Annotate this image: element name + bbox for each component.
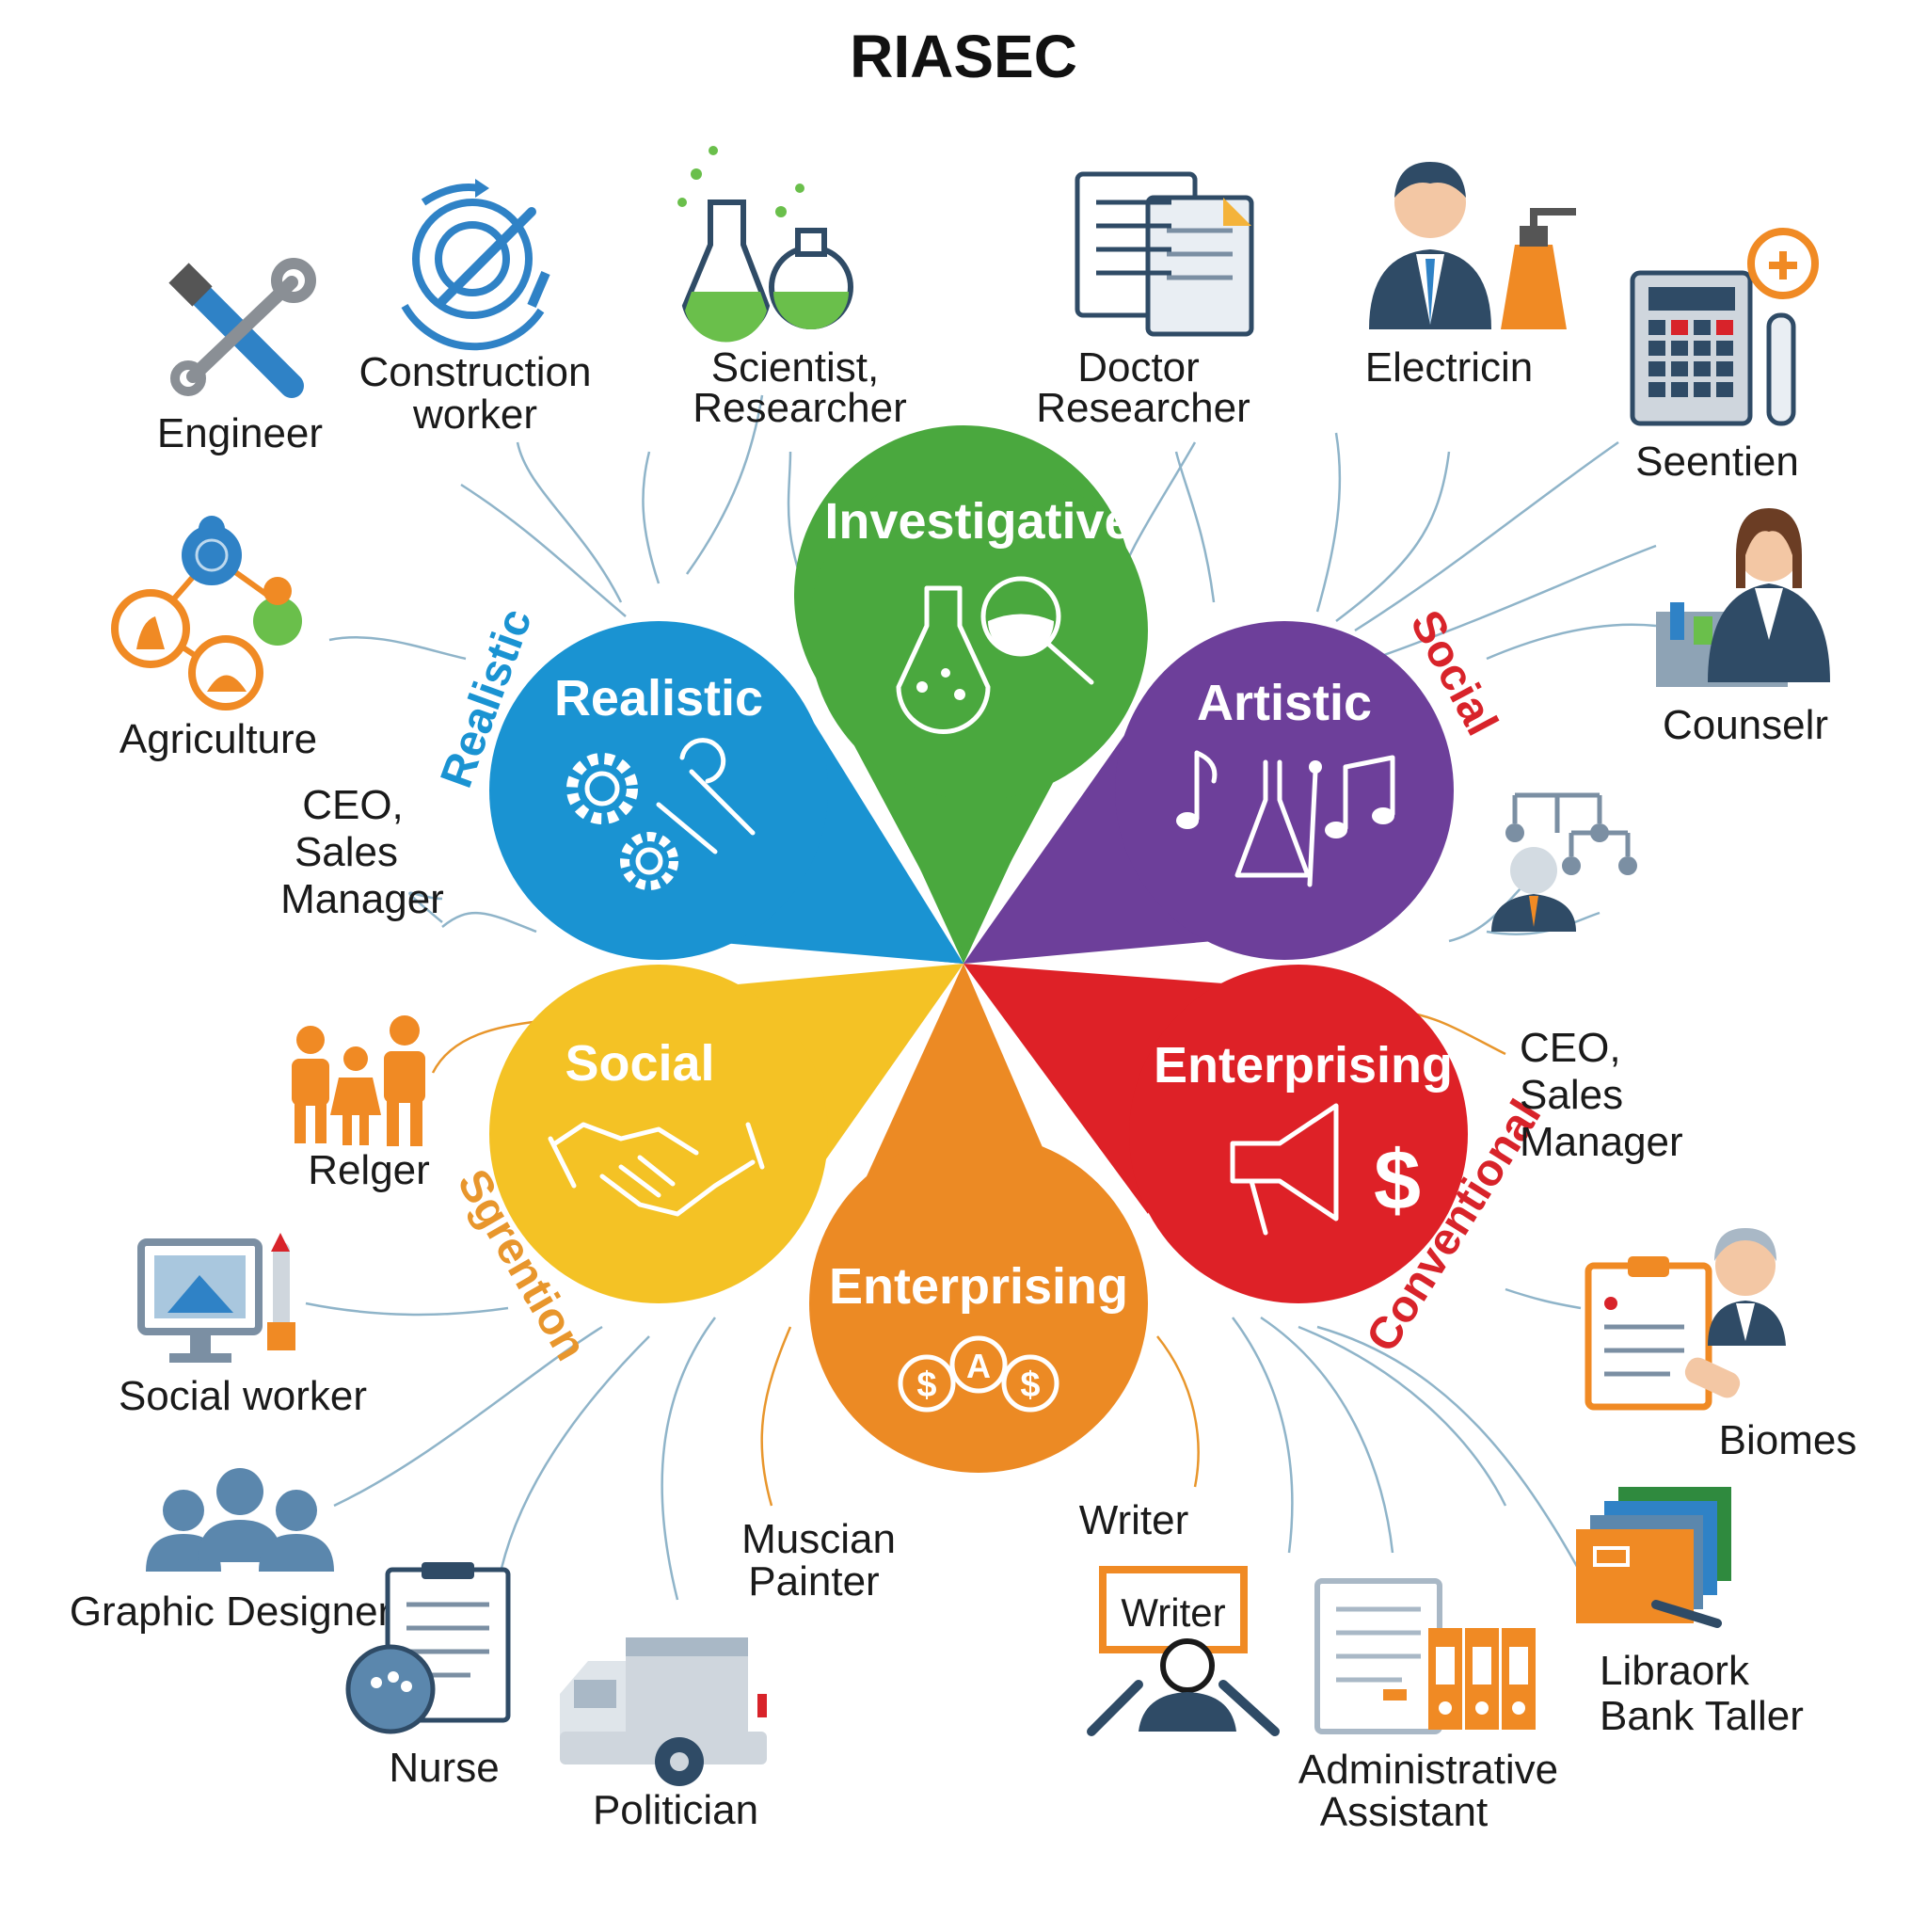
label-ceo-right-line1: CEO, xyxy=(1520,1025,1621,1071)
label-biomes: Biomes xyxy=(1719,1417,1857,1463)
career-construction-worker: Construction worker xyxy=(358,179,592,438)
org-chart-icon xyxy=(1491,792,1637,932)
label-engineer: Engineer xyxy=(157,410,323,456)
clipboard-icon xyxy=(345,1562,511,1734)
node-enterprising-right-label: Enterprising xyxy=(1154,1037,1453,1094)
label-ceo-right-line3: Manager xyxy=(1520,1119,1683,1165)
label-scientist-line1: Scientist, xyxy=(711,344,880,391)
career-administrative-assistant: Administrative Assistant xyxy=(1298,1578,1558,1835)
node-investigative-label: Investigative xyxy=(824,493,1132,550)
megaphone-dollar-icon: $ xyxy=(1230,1103,1421,1236)
label-electrician: Electricin xyxy=(1365,344,1534,391)
svg-text:$: $ xyxy=(1374,1134,1421,1228)
label-counselor: Counselr xyxy=(1663,702,1828,748)
clipboard-person-icon xyxy=(1585,1228,1786,1411)
label-musician-line1: Muscian xyxy=(741,1516,896,1562)
node-enterprising-bottom-label: Enterprising xyxy=(829,1258,1128,1315)
wrench-screwdriver-icon xyxy=(168,258,316,398)
svg-text:$: $ xyxy=(916,1365,936,1405)
node-social-label: Social xyxy=(565,1035,714,1092)
folders-pen-icon xyxy=(1576,1487,1731,1628)
label-admin-line1: Administrative xyxy=(1298,1747,1558,1793)
node-enterprising-right[interactable]: Enterprising $ xyxy=(1129,965,1468,1303)
node-artistic[interactable]: Artistic xyxy=(1115,621,1454,960)
career-ceo-right: CEO, Sales Manager xyxy=(1520,1025,1683,1165)
businessman-icon xyxy=(1369,162,1576,329)
career-graphic-designer: Graphic Designer xyxy=(70,1468,391,1635)
group-icon xyxy=(146,1468,334,1572)
businesswoman-icon xyxy=(1656,508,1830,687)
label-scientist-line2: Researcher xyxy=(693,385,906,431)
writer-sign-text: Writer xyxy=(1121,1590,1225,1635)
career-counselor: Counselr xyxy=(1656,508,1830,748)
career-doctor: Doctor Researcher xyxy=(1036,171,1254,431)
career-writer: Writer xyxy=(1087,1566,1280,1736)
svg-text:$: $ xyxy=(1020,1365,1040,1405)
calculator-icon xyxy=(1630,228,1819,426)
network-people-icon xyxy=(111,516,302,711)
career-social-worker: Social worker xyxy=(119,1233,367,1419)
career-scientist: Scientist, Researcher xyxy=(677,146,907,431)
label-doctor-line2: Researcher xyxy=(1036,385,1250,431)
career-musician: Muscian Painter xyxy=(741,1516,896,1605)
label-admin-line2: Assistant xyxy=(1320,1789,1489,1835)
label-construction-line1: Construction xyxy=(358,349,591,395)
node-realistic-label: Realistic xyxy=(554,670,763,726)
label-seentien: Seentien xyxy=(1635,439,1799,485)
label-graphic-designer: Graphic Designer xyxy=(70,1589,391,1635)
label-writer: Writer xyxy=(1079,1497,1189,1543)
label-agriculture: Agriculture xyxy=(119,716,317,762)
career-libraork: Libraork Bank Taller xyxy=(1576,1487,1804,1739)
career-engineer: Engineer xyxy=(157,258,323,456)
career-relger: Relger xyxy=(292,1015,430,1193)
node-investigative[interactable]: Investigative xyxy=(794,425,1148,951)
binders-icon xyxy=(1314,1578,1536,1734)
node-social[interactable]: Social xyxy=(489,965,828,1303)
flasks-icon xyxy=(677,146,853,343)
monitor-icon xyxy=(137,1233,295,1363)
career-agriculture: Agriculture xyxy=(111,516,317,762)
career-ceo-left: CEO, Sales Manager xyxy=(280,782,444,922)
label-ceo-left-line2: Sales xyxy=(295,829,398,875)
label-musician-line2: Painter xyxy=(748,1558,879,1605)
career-biomes: Biomes xyxy=(1585,1228,1857,1463)
flask-magnifier-icon xyxy=(896,576,1094,734)
svg-text:A: A xyxy=(966,1347,991,1385)
career-seentien: Seentien xyxy=(1630,228,1819,485)
career-nurse: Nurse xyxy=(345,1562,511,1791)
career-politician: Politician xyxy=(560,1637,767,1833)
gears-wrench-icon xyxy=(566,738,756,890)
handshake-icon xyxy=(548,1122,765,1217)
documents-icon xyxy=(1075,171,1254,337)
node-artistic-label: Artistic xyxy=(1197,675,1372,731)
family-icon xyxy=(292,1015,425,1146)
writer-board-icon: Writer xyxy=(1087,1566,1280,1736)
label-libraork-line2: Bank Taller xyxy=(1600,1693,1804,1739)
label-ceo-right-line2: Sales xyxy=(1520,1072,1623,1118)
label-doctor-line1: Doctor xyxy=(1077,344,1200,391)
truck-icon xyxy=(560,1637,767,1786)
gear-wrench-cycle-icon xyxy=(401,179,550,351)
label-social-worker: Social worker xyxy=(119,1373,367,1419)
node-realistic[interactable]: Realistic xyxy=(489,621,828,960)
page-title: RIASEC xyxy=(850,23,1077,90)
career-electrician: Electricin xyxy=(1365,162,1576,391)
label-ceo-left-line1: CEO, xyxy=(302,782,404,828)
label-nurse: Nurse xyxy=(389,1745,499,1791)
label-libraork-line1: Libraork xyxy=(1600,1648,1750,1694)
label-politician: Politician xyxy=(593,1787,758,1833)
node-enterprising-bottom[interactable]: Enterprising $ A $ xyxy=(809,1134,1148,1473)
label-ceo-left-line3: Manager xyxy=(280,876,444,922)
label-relger: Relger xyxy=(308,1147,430,1193)
coins-icon: $ A $ xyxy=(898,1335,1059,1413)
label-construction-line2: worker xyxy=(412,391,537,438)
music-flask-icon xyxy=(1176,750,1395,887)
